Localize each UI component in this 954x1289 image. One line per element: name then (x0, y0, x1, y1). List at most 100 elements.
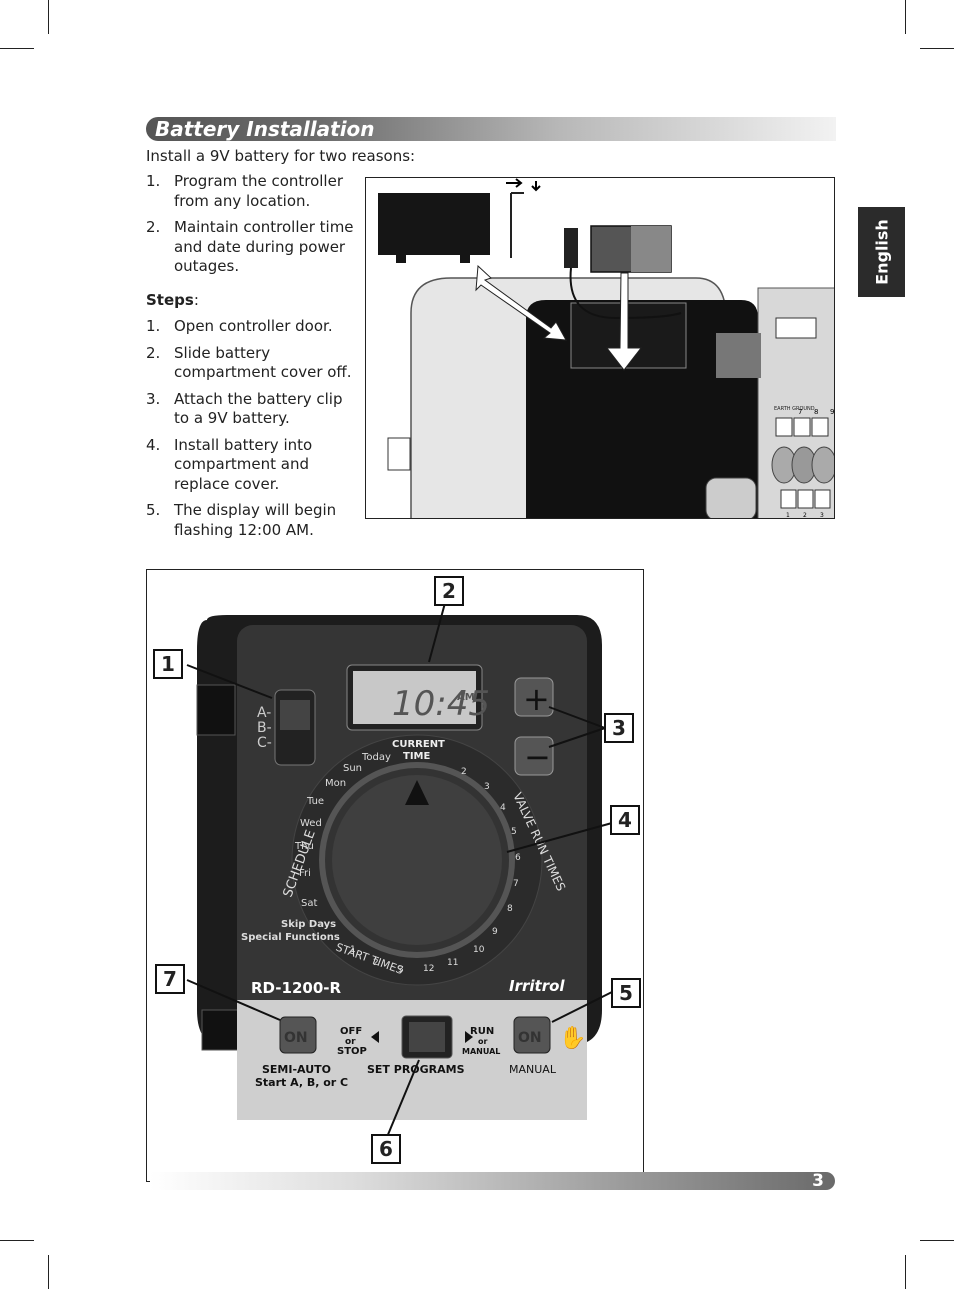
crop-mark (0, 48, 34, 49)
run-time-number: 5 (511, 827, 517, 837)
run-time-number: 3 (484, 782, 490, 792)
run-time-number: 9 (492, 927, 498, 937)
list-number: 4. (146, 435, 161, 454)
section-header-bar (146, 117, 836, 141)
slider-arrow-right (465, 1031, 473, 1043)
crop-mark (48, 1255, 49, 1289)
list-text: Attach the battery clip to a 9V battery. (174, 389, 343, 428)
connector (775, 317, 817, 339)
controller-illustration: 10:45 AM A- B- C- + − CURRENT TIME Today… (186, 602, 613, 1138)
terminal-number: 8 (814, 408, 818, 416)
callout-1: 1 (153, 649, 183, 679)
day-label: Mon (325, 778, 346, 789)
run-time-number: 6 (515, 853, 521, 863)
semi-auto-sub-label: Start A, B, or C (255, 1076, 348, 1089)
intro-text: Install a 9V battery for two reasons: (146, 147, 416, 165)
list-item: 1.Open controller door. (146, 317, 361, 337)
list-number: 5. (146, 501, 161, 519)
day-label: Wed (300, 818, 322, 829)
special-functions-label: Special Functions (241, 932, 340, 943)
battery-installation-illustration: EARTH GROUND 7 8 9 1 2 3 (378, 178, 834, 519)
terminal-cylinders (771, 446, 834, 484)
callout-4: 4 (610, 805, 640, 835)
run-time-number: 11 (447, 958, 458, 968)
list-text: Program the controller from any location… (174, 172, 343, 210)
brand-label: Irritrol (509, 977, 565, 995)
terminal-screws-top (775, 417, 829, 437)
steps-heading-label: Steps (146, 291, 194, 309)
dial-label: TIME (403, 751, 430, 762)
manual-on-label: ON (518, 1030, 542, 1046)
crop-mark (48, 0, 49, 34)
manual-small-label: MANUAL (462, 1047, 500, 1056)
language-tab: English (858, 207, 905, 297)
semi-auto-label: SEMI-AUTO (262, 1063, 331, 1076)
manual-label: MANUAL (509, 1063, 557, 1076)
list-item: 1. Program the controller from any locati… (146, 172, 361, 211)
start-number: 2 (373, 958, 379, 968)
terminal-number: 9 (830, 408, 834, 416)
semi-auto-on-button (279, 1016, 317, 1054)
day-label: Sun (343, 763, 362, 774)
day-label: Today (361, 752, 391, 763)
lcd-time: 10:45 (392, 684, 490, 724)
callout-7: 7 (155, 964, 185, 994)
list-item: 3. Attach the battery clip to a 9V batter… (146, 390, 361, 429)
hand-icon: ✋ (559, 1025, 586, 1051)
minus-button (514, 736, 554, 776)
controller-figure: 10:45 AM A- B- C- + − CURRENT TIME Today… (146, 569, 644, 1182)
minus-icon: − (524, 738, 551, 776)
steps-list: 1.Open controller door. 2.Slide battery … (146, 317, 361, 547)
crop-mark (0, 1240, 34, 1241)
run-label: RUN (470, 1026, 494, 1037)
list-number: 3. (146, 389, 161, 408)
manual-on-button (513, 1016, 551, 1054)
list-text: Install battery into compartment and rep… (174, 435, 313, 493)
day-label: Sat (301, 898, 317, 909)
semi-auto-on-label: ON (284, 1030, 308, 1046)
cover-arrow (475, 264, 567, 341)
slide-arrow (506, 178, 541, 192)
dial-label: CURRENT (392, 739, 445, 750)
terminal-number: 7 (798, 408, 802, 416)
hinge (201, 1009, 239, 1051)
terminal-screws-bottom (780, 489, 831, 509)
or-label: or (478, 1037, 487, 1046)
run-time-number: 2 (461, 767, 467, 777)
run-time-number: 12 (423, 964, 434, 974)
program-letter: A- (257, 705, 271, 721)
list-item: 2.Maintain controller time and date duri… (146, 218, 361, 277)
lcd-screen (353, 671, 476, 724)
run-time-number: 4 (500, 803, 506, 813)
or-label: or (345, 1037, 356, 1047)
model-label: RD-1200-R (251, 979, 341, 997)
stop-label: STOP (337, 1046, 367, 1057)
day-label: Fri (299, 868, 311, 879)
terminal-label: EARTH GROUND (774, 406, 815, 412)
off-label: OFF (340, 1026, 362, 1037)
battery-cover (378, 193, 490, 255)
terminal-number: 3 (820, 512, 824, 519)
dial-pointer (405, 780, 429, 805)
callout-3: 3 (604, 713, 634, 743)
run-time-number: 10 (473, 945, 485, 955)
slider-arrow-left (371, 1031, 379, 1043)
callout-5: 5 (611, 978, 641, 1008)
page-number: 3 (812, 1171, 824, 1191)
hinge (196, 684, 236, 736)
run-time-number: 7 (513, 879, 519, 889)
start-number: 3 (398, 965, 404, 975)
language-tab-label: English (872, 219, 891, 285)
list-number: 1. (146, 317, 161, 335)
section-title: Battery Installation (155, 117, 375, 141)
list-item: 5. The display will begin flashing 12:00 … (146, 501, 361, 540)
plus-button (514, 677, 554, 717)
day-label: Thu (294, 841, 314, 852)
transformer-block (705, 477, 757, 518)
program-letter: C- (257, 735, 272, 751)
list-text: The display will begin flashing 12:00 AM… (174, 501, 337, 539)
list-number: 1. (146, 172, 161, 190)
insert-arrow (605, 272, 643, 371)
start-number: 1 (350, 945, 356, 955)
day-label: Tue (306, 796, 324, 807)
